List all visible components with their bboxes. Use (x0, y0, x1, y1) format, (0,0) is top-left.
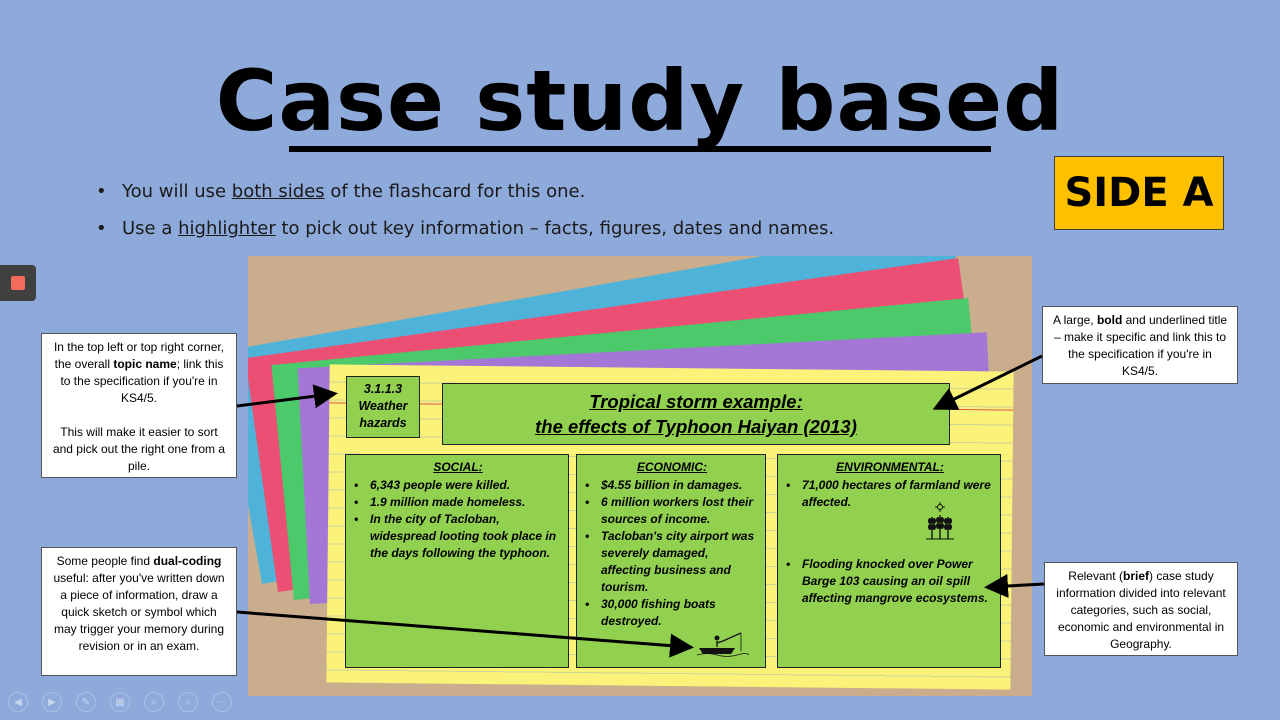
callout-text: useful: after you've written down a piec… (53, 571, 225, 653)
title-underline (289, 146, 991, 152)
list-item: 1.9 million made homeless. (354, 494, 562, 511)
previous-icon[interactable]: ◀ (8, 692, 28, 712)
bullet-text-before: Use a (122, 218, 179, 239)
topic-name-callout: In the top left or top right corner, the… (41, 333, 237, 478)
slides-icon[interactable]: ▦ (110, 692, 130, 712)
callout-text: Relevant ( (1068, 569, 1123, 583)
callout-paragraph: This will make it easier to sort and pic… (52, 425, 226, 473)
callout-bold: brief (1122, 569, 1149, 583)
title-callout: A large, bold and underlined title – mak… (1042, 306, 1238, 384)
callout-bold: dual-coding (153, 554, 222, 568)
slideshow-toolbar: ◀ ▶ ✎ ▦ ⌕ ○ ⋯ (8, 692, 232, 712)
pen-icon[interactable]: ✎ (76, 692, 96, 712)
economic-heading: ECONOMIC: (637, 460, 707, 474)
callout-text: and underlined title – make it specific … (1053, 313, 1228, 378)
wheat-icon (926, 502, 954, 540)
bullet-dot: • (96, 181, 107, 202)
callout-bold: topic name (113, 357, 177, 371)
callout-text: ) case study information divided into re… (1056, 569, 1226, 651)
bullet-text-after: to pick out key information – facts, fig… (275, 218, 835, 239)
card-title-box: Tropical storm example: the effects of T… (442, 383, 950, 445)
economic-list: $4.55 billion in damages. 6 million work… (585, 477, 759, 630)
list-item: Tacloban's city airport was severely dam… (585, 528, 759, 596)
topic-box: 3.1.1.3 Weather hazards (346, 376, 420, 438)
callout-text: In the top left or top right corner, the… (53, 340, 225, 371)
fishing-boat-icon (697, 632, 749, 657)
pointer-icon[interactable]: ○ (178, 692, 198, 712)
callout-bold: bold (1096, 313, 1123, 327)
more-icon[interactable]: ⋯ (212, 692, 232, 712)
bullet-text-before: You will use (122, 181, 232, 202)
social-heading: SOCIAL: (433, 460, 483, 474)
callout-text: A large, (1052, 313, 1097, 327)
topic-code: 3.1.1.3 (363, 382, 403, 396)
list-item: In the city of Tacloban, widespread loot… (354, 511, 562, 562)
card-title-line: Tropical storm example: (589, 391, 803, 412)
callout-text: Some people find (56, 554, 154, 568)
callout-paragraph: In the top left or top right corner, the… (50, 339, 228, 407)
topic-line: Weather (358, 399, 408, 413)
bullet-dot: • (96, 218, 107, 239)
economic-column: ECONOMIC: $4.55 billion in damages. 6 mi… (576, 454, 766, 668)
list-item: 30,000 fishing boats destroyed. (585, 596, 759, 630)
bullet-item: • You will use both sides of the flashca… (96, 180, 834, 217)
social-list: 6,343 people were killed. 1.9 million ma… (354, 477, 562, 562)
list-item: Flooding knocked over Power Barge 103 ca… (786, 556, 994, 607)
next-icon[interactable]: ▶ (42, 692, 62, 712)
spacer (786, 511, 994, 556)
bullet-list: • You will use both sides of the flashca… (96, 180, 834, 254)
callout-text: ; link this to the specification if you'… (60, 357, 224, 405)
case-info-callout: Relevant (brief) case study information … (1044, 562, 1238, 656)
flashcard-photo: 3.1.1.3 Weather hazards Tropical storm e… (248, 256, 1032, 696)
list-item: 71,000 hectares of farmland were affecte… (786, 477, 994, 511)
bullet-item: • Use a highlighter to pick out key info… (96, 217, 834, 254)
list-item: 6 million workers lost their sources of … (585, 494, 759, 528)
stop-icon (11, 276, 25, 290)
environmental-heading: ENVIRONMENTAL: (836, 460, 944, 474)
environmental-column: ENVIRONMENTAL: 71,000 hectares of farmla… (777, 454, 1001, 668)
side-a-label: SIDE A (1054, 156, 1224, 230)
environmental-list: 71,000 hectares of farmland were affecte… (786, 477, 994, 607)
list-item: 6,343 people were killed. (354, 477, 562, 494)
social-column: SOCIAL: 6,343 people were killed. 1.9 mi… (345, 454, 569, 668)
slide-title: Case study based (215, 52, 1065, 150)
record-button[interactable] (0, 265, 36, 301)
topic-line: hazards (359, 416, 407, 430)
zoom-icon[interactable]: ⌕ (144, 692, 164, 712)
bullet-underlined: highlighter (178, 218, 276, 239)
dual-coding-callout: Some people find dual-coding useful: aft… (41, 547, 237, 676)
bullet-underlined: both sides (231, 181, 325, 202)
bullet-text-after: of the flashcard for this one. (324, 181, 586, 202)
card-title-line: the effects of Typhoon Haiyan (2013) (535, 416, 857, 437)
list-item: $4.55 billion in damages. (585, 477, 759, 494)
